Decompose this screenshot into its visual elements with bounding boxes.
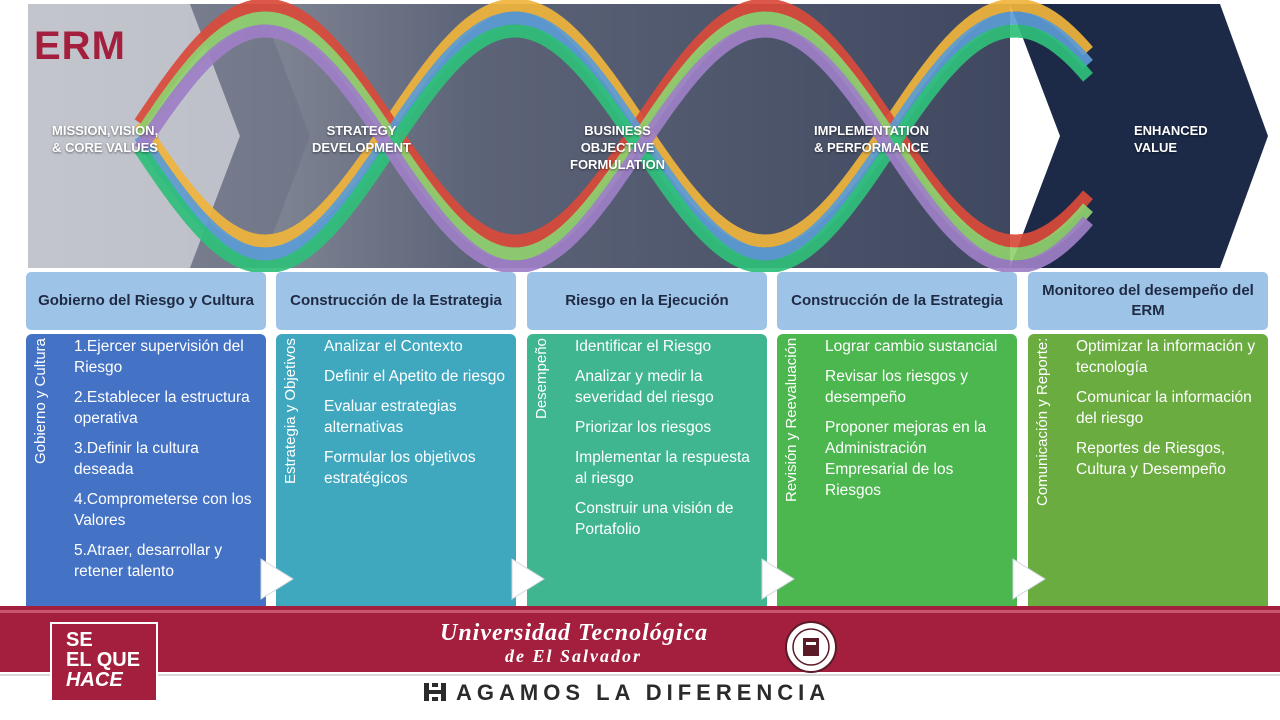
diagram-title: ERM	[34, 24, 126, 68]
dna-ribbon-strand	[134, 24, 1093, 272]
column-item-list: Analizar el Contexto Definir el Apetito …	[324, 336, 510, 498]
list-item: Revisar los riesgos y desempeño	[825, 368, 968, 406]
list-item: Analizar el Contexto	[324, 338, 463, 355]
dna-ribbon-strand	[134, 24, 1093, 272]
dna-ribbon-strand	[134, 11, 1093, 261]
motto-h-icon	[424, 683, 446, 701]
column-item-list: 1.Ejercer supervisión del Riesgo 2.Estab…	[74, 336, 260, 591]
column-header: Gobierno del Riesgo y Cultura	[26, 272, 266, 330]
column-header: Construcción de la Estrategia	[276, 272, 516, 330]
erm-banner	[28, 0, 1268, 272]
column-estrategia: Construcción de la Estrategia Estrategia…	[276, 272, 516, 620]
list-item: Lograr cambio sustancial	[825, 338, 998, 355]
column-item-list: Identificar el Riesgo Analizar y medir l…	[575, 336, 761, 549]
list-item: Evaluar estrategias alternativas	[324, 398, 457, 436]
arrow-right-icon	[511, 558, 545, 600]
list-item: Definir el Apetito de riesgo	[324, 368, 505, 385]
stage-label-mission: MISSION,VISION,& CORE VALUES	[52, 123, 159, 155]
column-gobierno: Gobierno del Riesgo y Cultura Gobierno y…	[26, 272, 266, 620]
list-item: Implementar la respuesta al riesgo	[575, 449, 750, 487]
column-body	[1028, 334, 1268, 620]
footer-banner	[0, 606, 1280, 720]
motto-text: AGAMOS LA DIFERENCIA	[456, 680, 831, 705]
column-revision: Construcción de la Estrategia Revisión y…	[777, 272, 1017, 620]
dna-ribbon-strand	[134, 11, 1093, 261]
dna-ribbon-strand	[134, 0, 1093, 248]
stage-label-implementation: IMPLEMENTATION& PERFORMANCE	[814, 123, 930, 155]
arrow-right-icon	[761, 558, 795, 600]
university-location: de El Salvador	[505, 646, 643, 666]
column-header: Monitoreo del desempeño del ERM	[1028, 272, 1268, 330]
slogan-text: SE EL QUE HACE	[66, 629, 141, 691]
column-side-label: Revisión y Reevaluación	[783, 338, 800, 503]
column-side-label: Gobierno y Cultura	[32, 338, 49, 464]
arrow-right-icon	[1012, 558, 1046, 600]
list-item: 3.Definir la cultura deseada	[74, 440, 199, 478]
column-body	[26, 334, 266, 620]
university-seal-icon	[785, 621, 837, 673]
column-header: Riesgo en la Ejecución	[527, 272, 767, 330]
column-item-list: Optimizar la información y tecnología Co…	[1076, 336, 1262, 489]
column-ejecucion: Riesgo en la Ejecución Desempeño Identif…	[527, 272, 767, 620]
column-item-list: Lograr cambio sustancial Revisar los rie…	[825, 336, 1011, 510]
list-item: 2.Establecer la estructura operativa	[74, 389, 250, 427]
list-item: Reportes de Riesgos, Cultura y Desempeño	[1076, 440, 1226, 478]
list-item: 5.Atraer, desarrollar y retener talento	[74, 542, 223, 580]
column-monitoreo: Monitoreo del desempeño del ERM Comunica…	[1028, 272, 1268, 620]
list-item: Optimizar la información y tecnología	[1076, 338, 1256, 376]
list-item: Formular los objetivos estratégicos	[324, 449, 476, 487]
list-item: 1.Ejercer supervisión del Riesgo	[74, 338, 244, 376]
column-header: Construcción de la Estrategia	[777, 272, 1017, 330]
column-body	[276, 334, 516, 620]
arrow-right-icon	[260, 558, 294, 600]
slogan-badge	[50, 622, 158, 702]
list-item: Comunicar la información del riesgo	[1076, 389, 1252, 427]
column-side-label: Estrategia y Objetivos	[282, 338, 299, 484]
university-name: Universidad Tecnológica	[440, 620, 709, 646]
list-item: Identificar el Riesgo	[575, 338, 712, 355]
list-item: Proponer mejoras en la Administración Em…	[825, 419, 987, 499]
dna-ribbon-strand	[134, 0, 1093, 248]
list-item: Construir una visión de Portafolio	[575, 500, 734, 538]
list-item: Analizar y medir la severidad del riesgo	[575, 368, 714, 406]
list-item: 4.Comprometerse con los Valores	[74, 491, 252, 529]
column-body	[777, 334, 1017, 620]
list-item: Priorizar los riesgos	[575, 419, 712, 436]
column-body	[527, 334, 767, 620]
column-side-label: Desempeño	[533, 338, 550, 419]
column-side-label: Comunicación y Reporte:	[1034, 338, 1051, 507]
dna-ribbons	[134, 0, 1093, 272]
